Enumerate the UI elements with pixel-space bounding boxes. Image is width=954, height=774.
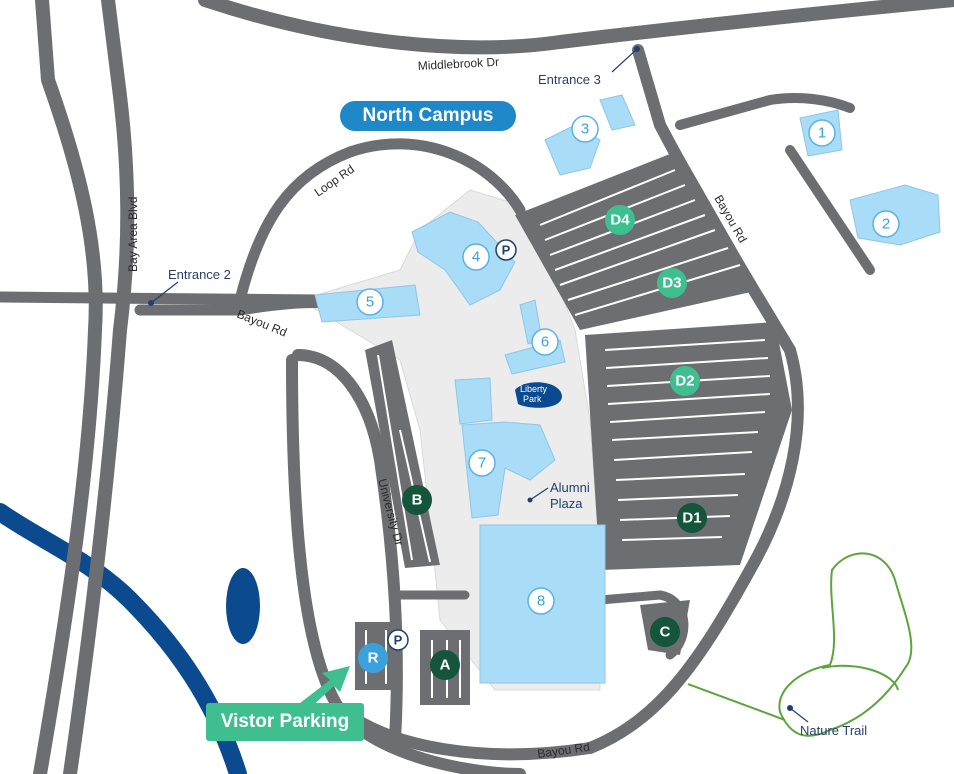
building-marker-2[interactable]: 2 [872, 210, 900, 238]
svg-text:7: 7 [478, 455, 486, 472]
svg-text:8: 8 [537, 593, 545, 610]
svg-text:R: R [368, 650, 379, 667]
entrance-2-label: Entrance 2 [168, 267, 231, 282]
svg-text:C: C [660, 624, 671, 641]
lot-marker-d2[interactable]: D2 [670, 366, 700, 396]
building-marker-5[interactable]: 5 [356, 288, 384, 316]
building-7b-shape [461, 421, 556, 519]
building-marker-4[interactable]: 4 [462, 243, 490, 271]
lot-marker-d4[interactable]: D4 [605, 205, 635, 235]
building-3b-shape [599, 94, 636, 131]
visitor-arrow-icon [300, 666, 350, 710]
nature-trail-connector [687, 683, 786, 721]
building-marker-8[interactable]: 8 [527, 587, 555, 615]
svg-text:D4: D4 [610, 212, 630, 229]
liberty-park-label-2: Park [523, 394, 542, 404]
alumni-plaza-label-1: Alumni [550, 480, 590, 495]
svg-text:3: 3 [581, 121, 589, 138]
lot-marker-d3[interactable]: D3 [657, 268, 687, 298]
building-marker-7[interactable]: 7 [468, 449, 496, 477]
svg-text:1: 1 [818, 125, 826, 142]
lot-marker-c[interactable]: C [650, 617, 680, 647]
svg-text:5: 5 [366, 294, 374, 311]
lot-marker-b[interactable]: B [402, 485, 432, 515]
svg-text:2: 2 [882, 216, 890, 233]
parking-marker-visitor[interactable]: P [387, 629, 409, 651]
building-marker-1[interactable]: 1 [808, 119, 836, 147]
svg-text:A: A [440, 657, 451, 674]
entrance-3-label: Entrance 3 [538, 72, 601, 87]
bayou-rd-s-label: Bayou Rd [536, 740, 590, 761]
building-marker-3[interactable]: 3 [571, 115, 599, 143]
svg-text:4: 4 [472, 249, 480, 266]
visitor-parking-button[interactable]: Vistor Parking [206, 703, 364, 741]
alumni-plaza-label-2: Plaza [550, 496, 583, 511]
bay-area-blvd-label: Bay Area Blvd [126, 197, 140, 272]
middlebrook-dr-label: Middlebrook Dr [417, 55, 499, 73]
svg-text:B: B [412, 492, 423, 509]
liberty-park-label-1: Liberty [520, 384, 548, 394]
nature-trail-path [778, 552, 913, 737]
svg-text:P: P [394, 633, 403, 648]
svg-text:D2: D2 [675, 373, 694, 390]
bayou-river [0, 503, 247, 774]
lot-marker-a[interactable]: A [430, 650, 460, 680]
parking-marker-campus[interactable]: P [495, 239, 517, 261]
svg-text:D1: D1 [682, 510, 701, 527]
north-campus-banner: North Campus [340, 101, 516, 131]
svg-text:P: P [502, 243, 511, 258]
nature-trail-leader [789, 707, 809, 723]
svg-text:6: 6 [541, 334, 549, 351]
lot-marker-d1[interactable]: D1 [677, 503, 707, 533]
entrance-3-leader [611, 48, 638, 73]
svg-text:D3: D3 [662, 275, 681, 292]
building-marker-6[interactable]: 6 [531, 328, 559, 356]
lot-d2-stalls [604, 339, 771, 541]
entrance-2-leader [150, 281, 179, 304]
alumni-plaza-leader [529, 487, 549, 501]
nature-trail-loop [821, 664, 899, 691]
building-7-shape [454, 377, 493, 425]
lot-d-area [515, 150, 792, 570]
nature-trail-label: Nature Trail [800, 723, 867, 738]
pond [226, 568, 260, 644]
liberty-park-pond [515, 382, 562, 408]
lot-marker-r[interactable]: R [358, 643, 388, 673]
